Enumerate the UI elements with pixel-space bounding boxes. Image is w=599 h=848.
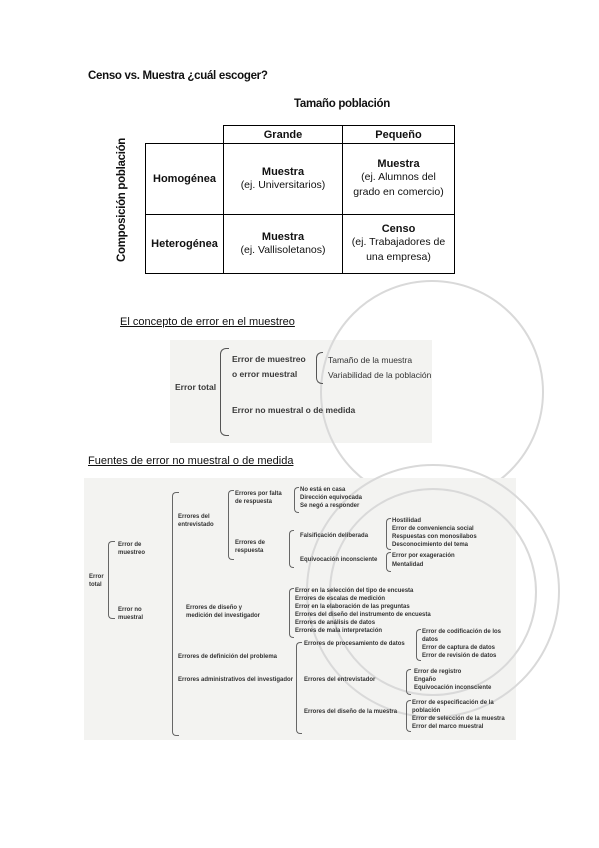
diseno-item: Errores de análisis de datos [295, 620, 376, 626]
de-respuesta-label: respuesta [235, 548, 264, 554]
falsificacion-item: Respuestas con monosílabos [392, 534, 477, 540]
diseno-label: medición del investigador [186, 613, 261, 619]
error-concept-diagram: Error total Error de muestreo o error mu… [170, 280, 544, 504]
entrevistado-label: Errores del [178, 514, 210, 520]
entrevistador-item: Engaño [414, 677, 436, 683]
cell-title: Censo [381, 223, 416, 235]
brace [108, 541, 115, 619]
brace [294, 487, 299, 513]
diseno-item: Errores del diseño del instrumento de en… [295, 612, 431, 618]
muestra-item: Error de selección de la muestra [412, 716, 505, 722]
procesamiento-label: Errores de procesamiento de datos [304, 641, 405, 647]
de-respuesta-label: Errores de [235, 540, 266, 546]
entrevistador-item: Equivocación inconsciente [414, 685, 492, 691]
procesamiento-item: datos [422, 637, 439, 643]
muestra-item: Error del marco muestral [412, 724, 484, 730]
muestra-item: Error de especificación de la [412, 700, 494, 706]
cell-title: Muestra [261, 165, 305, 178]
diseno-label: Errores de diseño y [186, 605, 243, 611]
cell-title: Muestra [377, 158, 420, 170]
factor-label: Tamaño de la muestra [328, 355, 413, 365]
brace [228, 490, 234, 560]
matrix-column-title: Tamaño población [294, 98, 390, 110]
section-title-error-concept: El concepto de error en el muestreo [120, 316, 295, 328]
error-sources-diagram: Error total Error de muestreo Error no m… [84, 464, 560, 740]
cell-example: (ej. Vallisoletanos) [240, 243, 326, 256]
equivocacion-label: Equivocación inconsciente [300, 557, 378, 563]
procesamiento-item: Error de revisión de datos [422, 653, 497, 659]
falsificacion-label: Falsificación deliberada [300, 533, 369, 539]
row-label-homogenea: Homogénea [145, 143, 224, 215]
row-label-heterogenea: Heterogénea [145, 214, 224, 274]
falta-item: Se negó a responder [300, 503, 360, 509]
procesamiento-item: Error de codificación de los [422, 629, 502, 635]
error-no-muestral-label: Error no [118, 607, 142, 613]
matrix-cell: Muestra (ej. Alumnos del grado en comerc… [342, 143, 455, 215]
brace [386, 552, 391, 572]
brace [289, 530, 294, 568]
equivocacion-item: Mentalidad [392, 562, 424, 568]
falta-item: Dirección equivocada [300, 495, 363, 501]
error-no-muestral-label: muestral [118, 615, 144, 621]
cell-example: (ej. Universitarios) [240, 178, 326, 191]
matrix-cell: Muestra (ej. Universitarios) [223, 143, 343, 215]
matrix-cell: Censo (ej. Trabajadores de una empresa) [342, 214, 455, 274]
cell-title: Muestra [261, 230, 305, 243]
section-title-error-sources: Fuentes de error no muestral o de medida [88, 455, 294, 467]
error-muestreo-label: Error de [118, 542, 142, 548]
entrevistado-label: entrevistado [178, 522, 214, 528]
brace [406, 700, 411, 732]
error-muestreo-label: muestreo [118, 550, 146, 556]
brace [172, 492, 179, 736]
brace [316, 352, 323, 384]
falta-item: No está en casa [300, 487, 346, 493]
error-total-label: Error total [175, 382, 217, 392]
entrevistador-item: Error de registro [414, 669, 462, 675]
cell-example: una empresa) [366, 251, 431, 263]
census-sample-matrix: Grande Pequeño Homogénea Muestra (ej. Un… [145, 125, 455, 274]
brace [296, 642, 302, 734]
brace [220, 348, 229, 436]
muestra-item: población [412, 708, 441, 714]
procesamiento-item: Error de captura de datos [422, 645, 496, 651]
falsificacion-item: Hostilidad [392, 518, 422, 524]
matrix-corner [146, 126, 224, 144]
brace [289, 588, 294, 638]
page-heading: Censo vs. Muestra ¿cuál escoger? [88, 70, 268, 82]
equivocacion-item: Error por exageración [392, 553, 455, 559]
seal-watermark [329, 488, 537, 696]
error-muestreo-label: Error de muestreo [232, 354, 306, 364]
seal-watermark [306, 464, 560, 718]
diseno-muestra-label: Errores del diseño de la muestra [304, 709, 398, 715]
factor-label: Variabilidad de la población [328, 370, 432, 380]
falta-respuesta-label: Errores por falta [235, 491, 282, 497]
root-label: total [89, 582, 102, 588]
root-label: Error [89, 574, 104, 580]
diseno-item: Errores de mala interpretación [295, 628, 383, 634]
cell-example: (ej. Alumnos del [361, 171, 436, 183]
diseno-item: Errores de escalas de medición [295, 596, 386, 602]
definicion-label: Errores de definición del problema [178, 654, 278, 660]
error-muestreo-label: o error muestral [232, 369, 298, 379]
brace [406, 669, 411, 695]
cell-example: (ej. Trabajadores de [351, 236, 446, 248]
matrix-row-title: Composición población [116, 137, 128, 262]
falsificacion-item: Desconocimiento del tema [392, 542, 469, 548]
falta-respuesta-label: de respuesta [235, 499, 273, 505]
diseno-item: Error en la elaboración de las preguntas [295, 604, 410, 610]
col-header-pequeno: Pequeño [342, 125, 455, 144]
brace [416, 629, 421, 661]
col-header-grande: Grande [223, 125, 343, 144]
del-entrevistador-label: Errores del entrevistador [304, 677, 376, 683]
cell-example: grado en comercio) [353, 186, 444, 198]
diseno-item: Error en la selección del tipo de encues… [295, 588, 414, 594]
error-no-muestral-label: Error no muestral o de medida [232, 405, 356, 415]
administrativos-label: Errores administrativos del investigador [178, 677, 294, 683]
brace [386, 518, 391, 550]
falsificacion-item: Error de conveniencia social [392, 526, 474, 532]
matrix-cell: Muestra (ej. Vallisoletanos) [223, 214, 343, 274]
